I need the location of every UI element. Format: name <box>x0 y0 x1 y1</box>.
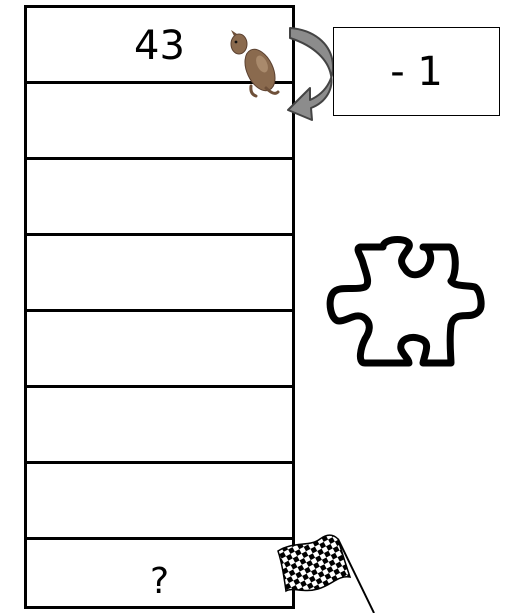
ladder-rung <box>27 157 292 160</box>
operation-box: - 1 <box>333 27 500 116</box>
ladder-rung <box>27 537 292 540</box>
operation-label: - 1 <box>390 49 443 95</box>
hamster-icon <box>226 30 286 102</box>
unknown-value: ? <box>27 560 292 604</box>
checkered-flag-icon <box>274 523 384 613</box>
puzzle-piece-icon <box>325 235 485 375</box>
ladder-rung <box>27 385 292 388</box>
ladder-rung <box>27 309 292 312</box>
ladder-rung <box>27 461 292 464</box>
ladder-rung <box>27 233 292 236</box>
